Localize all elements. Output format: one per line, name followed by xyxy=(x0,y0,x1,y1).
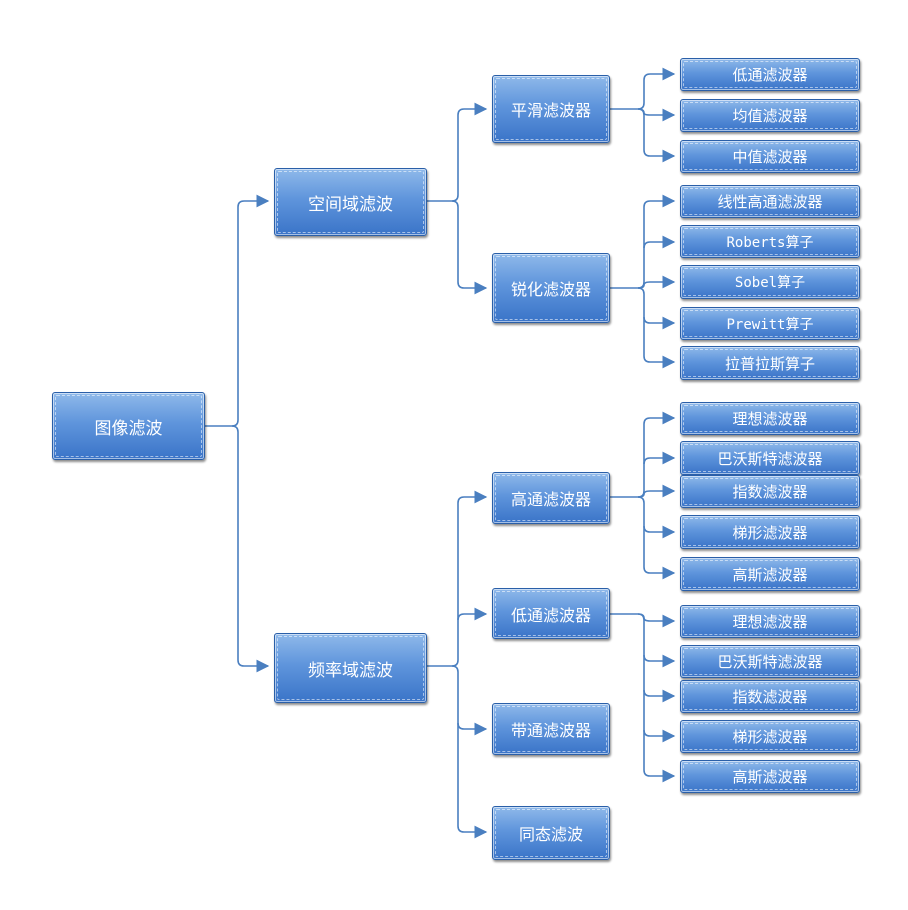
connector-frequency-lowpass xyxy=(457,607,488,621)
node-highpass-child: 巴沃斯特滤波器 xyxy=(680,441,860,475)
node-smooth-child: 中值滤波器 xyxy=(680,140,860,173)
node-highpass-child: 梯形滤波器 xyxy=(680,515,860,549)
node-lowpass-child: 梯形滤波器 xyxy=(680,720,860,753)
connector-smooth-c2 xyxy=(637,108,676,163)
node-lowpass-child: 指数滤波器 xyxy=(680,680,860,713)
connector-root-frequency xyxy=(231,425,270,673)
node-lowpass-child: 高斯滤波器 xyxy=(680,760,860,793)
connector-sharpen-c4 xyxy=(643,317,676,369)
connector-lowpass-c3 xyxy=(643,690,676,743)
node-sharpen-child: Roberts算子 xyxy=(680,225,860,258)
node-sharpen-child: 拉普拉斯算子 xyxy=(680,346,860,380)
node-smooth-child: 低通滤波器 xyxy=(680,58,860,91)
node-highpass-child: 理想滤波器 xyxy=(680,402,860,435)
node-highpass: 高通滤波器 xyxy=(492,472,610,524)
connector-frequency-bandpass xyxy=(451,665,488,736)
connector-smooth-c0 xyxy=(610,67,676,110)
connector-sharpen-c1 xyxy=(643,235,676,249)
connector-highpass-c1 xyxy=(643,451,676,465)
node-frequency: 频率域滤波 xyxy=(274,633,427,703)
connector-spatial-smooth xyxy=(427,102,488,202)
node-homomorphic: 同态滤波 xyxy=(492,806,610,860)
node-highpass-child: 指数滤波器 xyxy=(680,475,860,508)
node-smooth-child: 均值滤波器 xyxy=(680,99,860,132)
node-bandpass: 带通滤波器 xyxy=(492,703,610,755)
node-root: 图像滤波 xyxy=(52,392,205,460)
connector-root-spatial xyxy=(205,194,270,427)
node-sharpen: 锐化滤波器 xyxy=(492,253,610,323)
node-smooth: 平滑滤波器 xyxy=(492,75,610,143)
connector-lowpass-c4 xyxy=(643,730,676,783)
node-sharpen-child: 线性高通滤波器 xyxy=(680,185,860,218)
node-lowpass-child: 理想滤波器 xyxy=(680,605,860,638)
connector-sharpen-c0 xyxy=(610,194,676,289)
connector-highpass-c4 xyxy=(643,526,676,580)
connector-frequency-homomorphic xyxy=(457,723,488,839)
node-sharpen-child: Sobel算子 xyxy=(680,265,860,299)
node-spatial: 空间域滤波 xyxy=(274,168,427,236)
node-highpass-child: 高斯滤波器 xyxy=(680,557,860,591)
connector-frequency-highpass xyxy=(427,490,488,667)
connector-spatial-sharpen xyxy=(451,200,488,295)
node-lowpass-child: 巴沃斯特滤波器 xyxy=(680,645,860,678)
node-lowpass: 低通滤波器 xyxy=(492,588,610,639)
node-sharpen-child: Prewitt算子 xyxy=(680,307,860,340)
